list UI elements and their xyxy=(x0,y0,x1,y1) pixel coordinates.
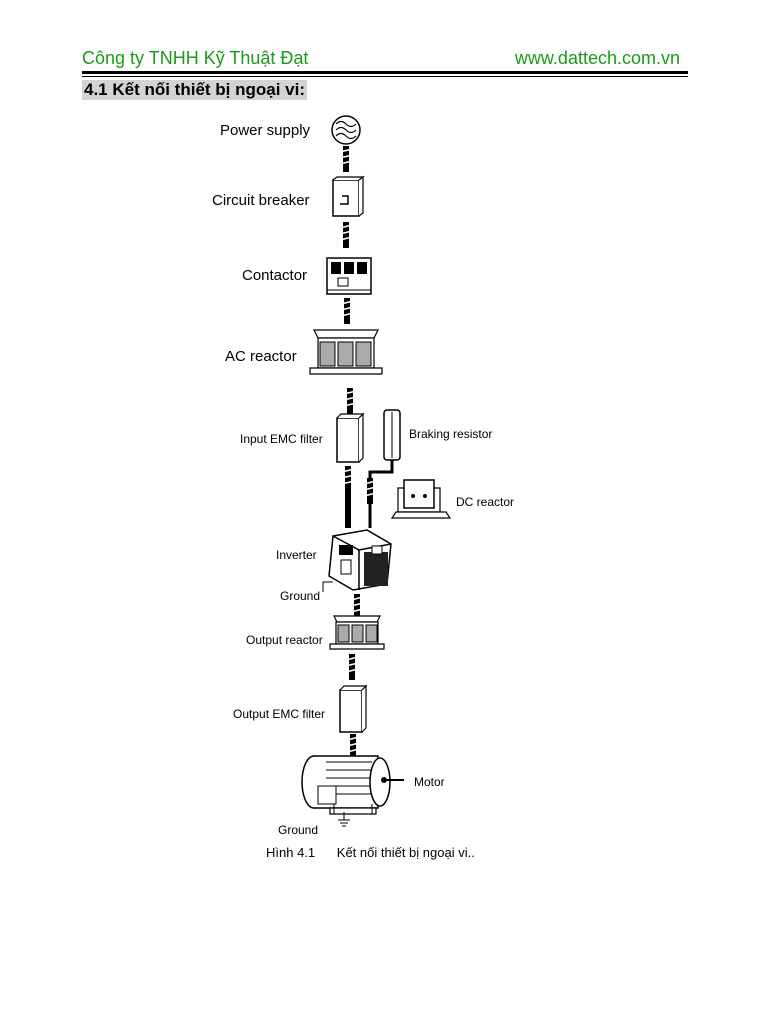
ground-symbol-icon xyxy=(338,812,350,827)
label-output-reactor: Output reactor xyxy=(246,633,323,647)
label-input-emc-filter: Input EMC filter xyxy=(240,432,323,446)
label-contactor: Contactor xyxy=(242,267,307,284)
label-ac-reactor: AC reactor xyxy=(225,348,297,365)
figure-caption: Hình 4.1 Kết nối thiết bị ngoại vi.. xyxy=(266,845,475,860)
company-name: Công ty TNHH Kỹ Thuật Đạt xyxy=(82,48,309,68)
label-power-supply: Power supply xyxy=(220,122,311,139)
cable-3 xyxy=(340,297,354,325)
motor-icon xyxy=(301,755,404,815)
ground-inverter-wire xyxy=(322,581,333,592)
section-title: 4.1 Kết nối thiết bị ngoại vi: xyxy=(82,80,308,100)
cable-4 xyxy=(343,387,357,415)
label-braking-resistor: Braking resistor xyxy=(409,427,492,441)
braking-resistor-icon xyxy=(368,409,401,528)
inverter-icon xyxy=(328,529,392,591)
dc-reactor-icon xyxy=(390,479,452,519)
label-motor: Motor xyxy=(414,775,445,789)
cable-7 xyxy=(345,653,359,681)
cable-2 xyxy=(339,221,353,249)
figure-caption-text: Kết nối thiết bị ngoại vi.. xyxy=(336,845,475,860)
cable-1 xyxy=(339,145,353,173)
output-reactor-icon xyxy=(329,615,385,650)
website-url: www.dattech.com.vn xyxy=(514,48,680,68)
circuit-breaker-icon xyxy=(332,175,365,217)
figure-number: Hình 4.1 xyxy=(266,845,316,860)
label-inverter: Inverter xyxy=(276,548,317,562)
header-rule-thin xyxy=(82,76,688,77)
cable-5 xyxy=(341,465,355,493)
cable-5-extension xyxy=(345,492,351,528)
power-supply-icon xyxy=(331,115,361,145)
label-ground-motor: Ground xyxy=(278,823,318,837)
output-emc-filter-icon xyxy=(339,684,368,733)
label-dc-reactor: DC reactor xyxy=(456,495,514,509)
label-output-emc-filter: Output EMC filter xyxy=(233,707,325,721)
header-rule-thick xyxy=(82,71,688,74)
label-circuit-breaker: Circuit breaker xyxy=(212,192,310,209)
label-ground-inverter: Ground xyxy=(280,589,320,603)
input-emc-filter-icon xyxy=(336,412,365,463)
ac-reactor-icon xyxy=(309,329,383,375)
cable-braking xyxy=(363,477,377,505)
page-header: Công ty TNHH Kỹ Thuật Đạt www.dattech.co… xyxy=(82,46,688,72)
contactor-icon xyxy=(326,257,372,295)
